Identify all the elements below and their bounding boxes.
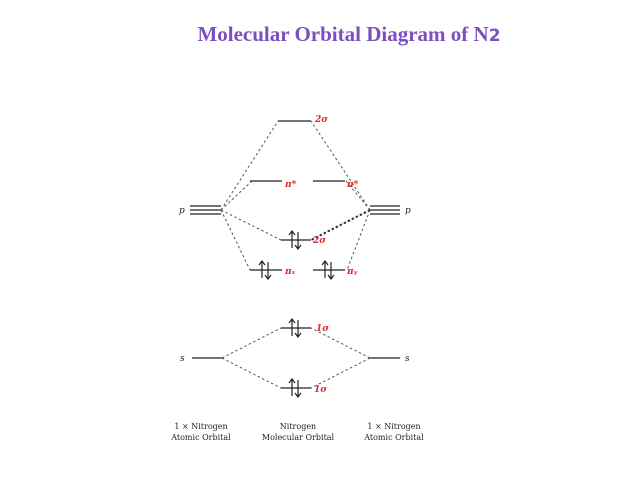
page-title: Molecular Orbital Diagram of N2 bbox=[0, 22, 638, 47]
electron-pair-pi-x bbox=[258, 260, 272, 280]
right-p-orbitals bbox=[370, 205, 400, 215]
line-rp-pi bbox=[346, 209, 371, 271]
caption-left-1: 1 × Nitrogen bbox=[174, 422, 227, 431]
line-lp-sigma2pstar bbox=[220, 120, 279, 211]
line-rp-pistar bbox=[345, 180, 371, 211]
line-rs-sigma1s bbox=[310, 357, 371, 389]
correlation-lines bbox=[220, 120, 371, 389]
caption-right-2: Atomic Orbital bbox=[363, 433, 424, 442]
line-lp-pistar bbox=[220, 180, 253, 211]
left-p-orbitals bbox=[190, 205, 221, 215]
caption-center-1: Nitrogen bbox=[280, 422, 316, 431]
electron-pair-pi-y bbox=[321, 260, 335, 280]
line-rp-sigma2p bbox=[310, 209, 371, 241]
label-pistar-y: π* bbox=[346, 180, 359, 190]
line-rs-sigma1sstar bbox=[310, 327, 371, 359]
title-subscript: 2 bbox=[488, 26, 501, 46]
left-p-label: p bbox=[179, 206, 185, 216]
right-p-label: p bbox=[405, 206, 411, 216]
title-text: Molecular Orbital Diagram of N bbox=[197, 22, 489, 46]
line-lp-sigma2p bbox=[220, 209, 282, 241]
label-pi-x: πₓ bbox=[284, 267, 296, 277]
label-sigma2p: 2σ bbox=[312, 236, 326, 246]
label-sigma2p-star: 2σ bbox=[314, 115, 328, 125]
label-sigma1s: 1σ bbox=[314, 385, 327, 395]
label-pistar-x: π* bbox=[284, 180, 297, 190]
line-ls-sigma1s bbox=[221, 357, 282, 389]
electron-pair-sigma2p bbox=[288, 230, 302, 250]
electron-pair-sigma1s-star bbox=[288, 318, 302, 338]
right-s-label: s bbox=[405, 354, 410, 364]
caption-left-2: Atomic Orbital bbox=[170, 433, 231, 442]
label-sigma1s-star: 1σ bbox=[316, 324, 329, 334]
line-rp-sigma2pstar bbox=[310, 120, 371, 211]
electron-pair-sigma1s bbox=[288, 378, 302, 398]
line-lp-pi bbox=[220, 209, 251, 271]
line-ls-sigma1sstar bbox=[221, 327, 282, 359]
label-pi-y: πᵧ bbox=[346, 267, 358, 277]
caption-right-1: 1 × Nitrogen bbox=[367, 422, 420, 431]
caption-center-2: Molecular Orbital bbox=[262, 433, 335, 442]
left-s-label: s bbox=[180, 354, 185, 364]
